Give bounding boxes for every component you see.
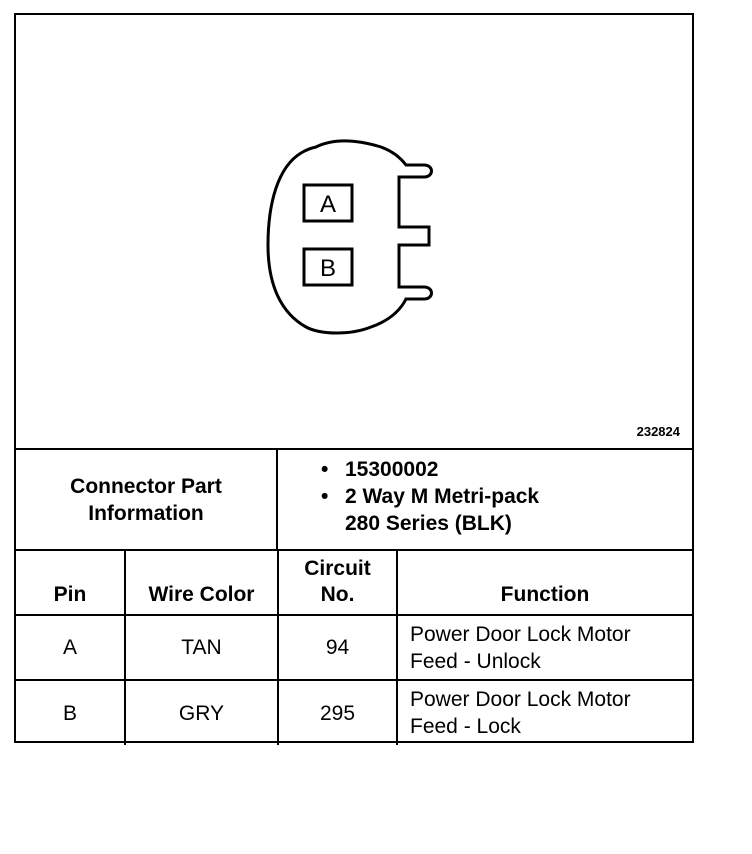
- connector-diagram: A B 232824: [16, 15, 692, 448]
- header-circuit-no: Circuit No.: [277, 549, 398, 616]
- circuit-cell: 94: [277, 614, 398, 681]
- circuit-cell: 295: [277, 679, 398, 745]
- connector-sheet: A B 232824 Connector Part Information •1…: [14, 13, 694, 745]
- pin-b-box: [302, 247, 354, 287]
- pin-cell: A: [16, 614, 126, 681]
- connector-body: [266, 139, 433, 335]
- info-item-series: 280 Series (BLK): [345, 512, 512, 535]
- bullet-glyph: •: [321, 485, 329, 508]
- bullet-glyph: •: [321, 458, 329, 481]
- wire-color-cell: GRY: [124, 679, 279, 745]
- pin-table-header: Pin Wire Color Circuit No. Function: [16, 549, 692, 616]
- header-function: Function: [396, 549, 692, 616]
- function-cell: Power Door Lock Motor Feed - Lock: [396, 679, 692, 745]
- pin-a-label: A: [320, 191, 336, 218]
- pin-cell: B: [16, 679, 126, 745]
- connector-info-list: •15300002 •2 Way M Metri-pack 280 Series…: [321, 456, 539, 537]
- pin-a-box: [302, 183, 354, 223]
- wire-color-cell: TAN: [124, 614, 279, 681]
- table-row: B GRY 295 Power Door Lock Motor Feed - L…: [16, 679, 692, 745]
- figure-number: 232824: [636, 424, 680, 439]
- connector-info-label: Connector Part Information: [16, 450, 278, 549]
- pin-table: Pin Wire Color Circuit No. Function A TA…: [16, 549, 692, 745]
- info-item-part-number: •15300002: [321, 458, 439, 481]
- connector-info-row: Connector Part Information •15300002 •2 …: [16, 448, 692, 549]
- info-item-type: •2 Way M Metri-pack: [321, 485, 540, 508]
- pin-b-label: B: [320, 255, 336, 282]
- header-pin: Pin: [16, 549, 126, 616]
- function-cell: Power Door Lock Motor Feed - Unlock: [396, 614, 692, 681]
- connector-drawing: A B: [266, 139, 433, 335]
- table-row: A TAN 94 Power Door Lock Motor Feed - Un…: [16, 614, 692, 681]
- header-wire-color: Wire Color: [124, 549, 279, 616]
